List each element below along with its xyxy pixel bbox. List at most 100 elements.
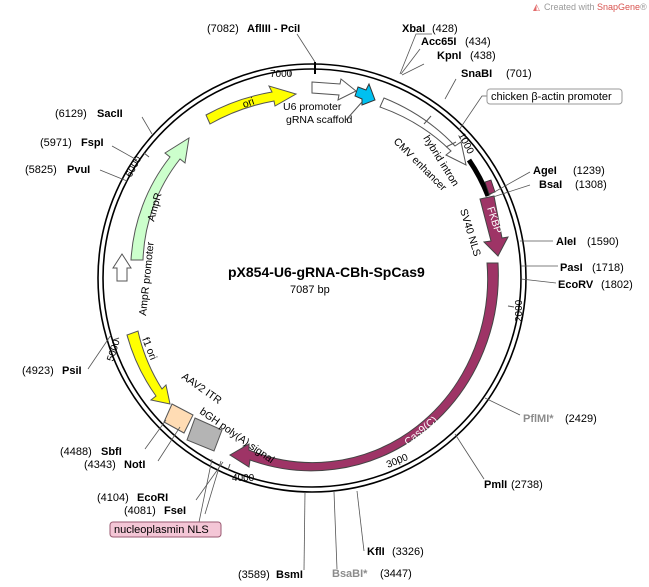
site-pasI[interactable]: PasI (1718)	[560, 262, 624, 274]
site-position: (5971)	[40, 137, 72, 149]
ampr-promoter-feature[interactable]	[112, 253, 132, 282]
site-position: (6129)	[55, 108, 87, 120]
chicken-actin-label[interactable]: chicken β-actin promoter	[491, 91, 612, 103]
site-bsmI[interactable]: (3589) BsmI	[238, 569, 303, 581]
grna-scaffold-leader	[345, 101, 363, 121]
plasmid-name: pX854-U6-gRNA-CBh-SpCas9	[228, 264, 425, 280]
aav2-itr-feature[interactable]	[163, 403, 194, 434]
site-name: AflIII - PciI	[247, 23, 300, 35]
site-name: AleI	[556, 236, 576, 248]
site-bsaBI[interactable]: BsaBI* (3447)	[332, 568, 412, 580]
aav2-itr-label: AAV2 ITR	[179, 371, 224, 407]
site-position: (1590)	[587, 236, 619, 248]
site-name: NotI	[124, 459, 145, 471]
site-ecoRV[interactable]: EcoRV (1802)	[558, 279, 633, 291]
site-sbfI[interactable]: (4488) SbfI	[60, 446, 122, 458]
site-name: EcoRV	[558, 279, 594, 291]
site-kpnI[interactable]: KpnI (438)	[437, 50, 496, 62]
tick-label-4000: 4000	[232, 473, 255, 484]
site-name: PvuI	[67, 164, 90, 176]
site-position: (4081)	[124, 505, 156, 517]
site-psiI[interactable]: (4923) PsiI	[22, 365, 82, 377]
site-leaders	[87, 33, 558, 571]
site-position: (4488)	[60, 446, 92, 458]
site-acc65I[interactable]: Acc65I (434)	[421, 36, 491, 48]
tick-label-7000: 7000	[270, 69, 293, 80]
site-sacII[interactable]: (6129) SacII	[55, 108, 123, 120]
site-position: (5825)	[25, 164, 57, 176]
site-position: (7082)	[207, 23, 239, 35]
site-position: (1308)	[575, 179, 607, 191]
site-name: FspI	[81, 137, 104, 149]
site-position: (2738)	[511, 479, 543, 491]
site-name: EcoRI	[137, 492, 168, 504]
chicken-actin-label-box	[486, 88, 623, 105]
site-aleI[interactable]: AleI (1590)	[556, 236, 619, 248]
snapgene-icon: ◭	[533, 2, 540, 12]
site-name: PasI	[560, 262, 583, 274]
f1-ori-feature[interactable]	[126, 330, 171, 405]
site-position: (1802)	[601, 279, 633, 291]
grna-scaffold-label: gRNA scaffold	[286, 114, 353, 126]
site-name: AgeI	[533, 165, 557, 177]
cbh-divider	[423, 115, 432, 125]
site-xbaI[interactable]: XbaI (428)	[402, 23, 458, 35]
backbone-inner	[102, 68, 522, 488]
site-name: KflI	[367, 546, 385, 558]
site-pflMI[interactable]: PflMI* (2429)	[523, 413, 597, 425]
site-name: PflMI*	[523, 413, 554, 425]
u6-promoter-feature[interactable]	[311, 78, 357, 101]
site-name: BsaI	[539, 179, 562, 191]
spacer-segment	[466, 158, 491, 197]
site-position: (1718)	[592, 262, 624, 274]
site-pvuI[interactable]: (5825) PvuI	[25, 164, 90, 176]
plasmid-length: 7087 bp	[290, 284, 330, 296]
site-ageI[interactable]: AgeI (1239)	[533, 165, 605, 177]
site-position: (701)	[506, 68, 532, 80]
site-aflIII-pciI[interactable]: (7082) AflIII - PciI	[207, 23, 300, 35]
site-ecoRI[interactable]: (4104) EcoRI	[97, 492, 168, 504]
site-name: XbaI	[402, 23, 425, 35]
ampr-feature[interactable]	[130, 136, 190, 261]
bgh-polya-feature[interactable]	[186, 417, 223, 452]
cbh-promoter-feature[interactable]	[379, 97, 467, 166]
site-snaBI[interactable]: SnaBI (701)	[461, 68, 532, 80]
cas9-feature[interactable]	[229, 262, 499, 472]
cas9-label: Cas9(C)	[402, 414, 440, 448]
nucleoplasmin-nls-label[interactable]: nucleoplasmin NLS	[114, 524, 209, 536]
site-position: (4104)	[97, 492, 129, 504]
site-name: PmlI	[484, 479, 507, 491]
site-position: (3326)	[392, 546, 424, 558]
site-name: SbfI	[101, 446, 122, 458]
nucleoplasmin-label-box	[109, 521, 222, 538]
watermark: Created with SnapGene®	[544, 2, 647, 12]
site-name: KpnI	[437, 50, 461, 62]
site-pmlI[interactable]: PmlI (2738)	[484, 479, 543, 491]
site-position: (434)	[465, 36, 491, 48]
ori-label: ori	[241, 96, 256, 111]
backbone-outer	[97, 63, 527, 493]
tick-marks	[112, 70, 515, 471]
fkbp-feature[interactable]	[479, 195, 509, 257]
site-notI[interactable]: (4343) NotI	[84, 459, 145, 471]
site-position: (3447)	[380, 568, 412, 580]
site-kflI[interactable]: KflI (3326)	[367, 546, 424, 558]
tick-label-2000: 2000	[514, 299, 525, 322]
site-bsaI[interactable]: BsaI (1308)	[539, 179, 607, 191]
ori-feature[interactable]	[205, 85, 298, 125]
site-name: BsaBI*	[332, 568, 368, 580]
site-position: (438)	[470, 50, 496, 62]
site-name: SacII	[97, 108, 123, 120]
site-position: (428)	[432, 23, 458, 35]
site-position: (1239)	[573, 165, 605, 177]
site-name: PsiI	[62, 365, 82, 377]
site-fspI[interactable]: (5971) FspI	[40, 137, 104, 149]
site-fseI[interactable]: (4081) FseI	[124, 505, 186, 517]
site-name: BsmI	[276, 569, 303, 581]
site-name: FseI	[164, 505, 186, 517]
grna-scaffold-feature[interactable]	[354, 82, 376, 106]
site-position: (4343)	[84, 459, 116, 471]
u6-promoter-label: U6 promoter	[283, 101, 342, 113]
